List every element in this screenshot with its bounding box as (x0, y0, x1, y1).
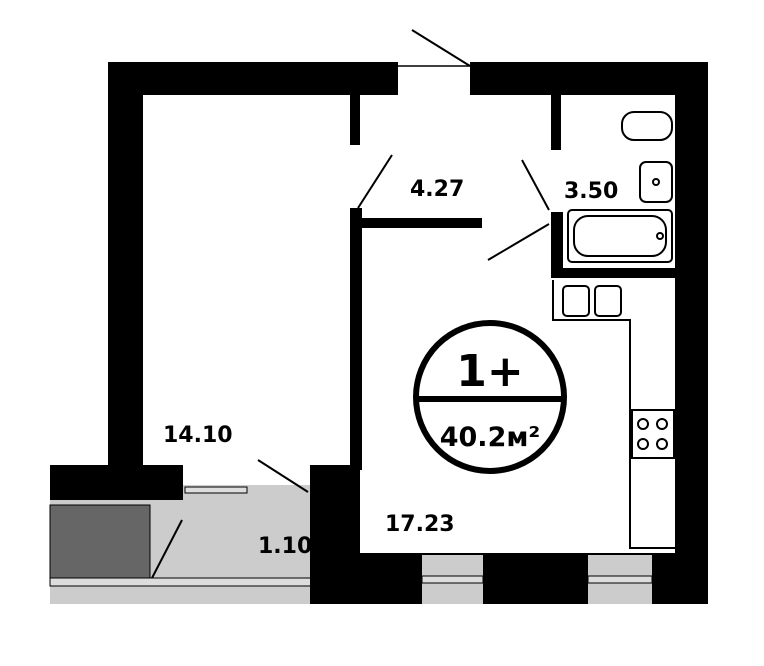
door-swing (257, 459, 309, 493)
kitchen-sink-icon (594, 285, 622, 317)
room-area-hallway: 4.27 (410, 177, 464, 202)
door-swing (411, 29, 471, 67)
balcony-door-window (184, 486, 248, 494)
bathroom-fixtures (567, 111, 673, 263)
kitchen-counter (552, 280, 675, 549)
rooms-count: 1+ (456, 346, 523, 397)
balcony-storage (49, 504, 151, 581)
door-swing (151, 519, 183, 579)
door-swing (521, 159, 550, 211)
window-sill (421, 575, 484, 584)
room-area-bedroom: 14.10 (163, 423, 233, 448)
room-area-kitchen: 17.23 (385, 512, 455, 537)
toilet-icon (621, 111, 673, 141)
room-area-bathroom: 3.50 (564, 179, 618, 204)
room-area-balcony: 1.10 (258, 534, 312, 559)
stove-icon (631, 409, 675, 459)
kitchen-sink-icon (562, 285, 590, 317)
door-swing (357, 154, 393, 209)
total-area: 40.2м² (440, 422, 541, 453)
apartment-badge: 1+ 40.2м² (413, 320, 567, 474)
door-swing (487, 223, 550, 261)
window-sill (587, 575, 653, 584)
balcony-window (49, 577, 316, 587)
